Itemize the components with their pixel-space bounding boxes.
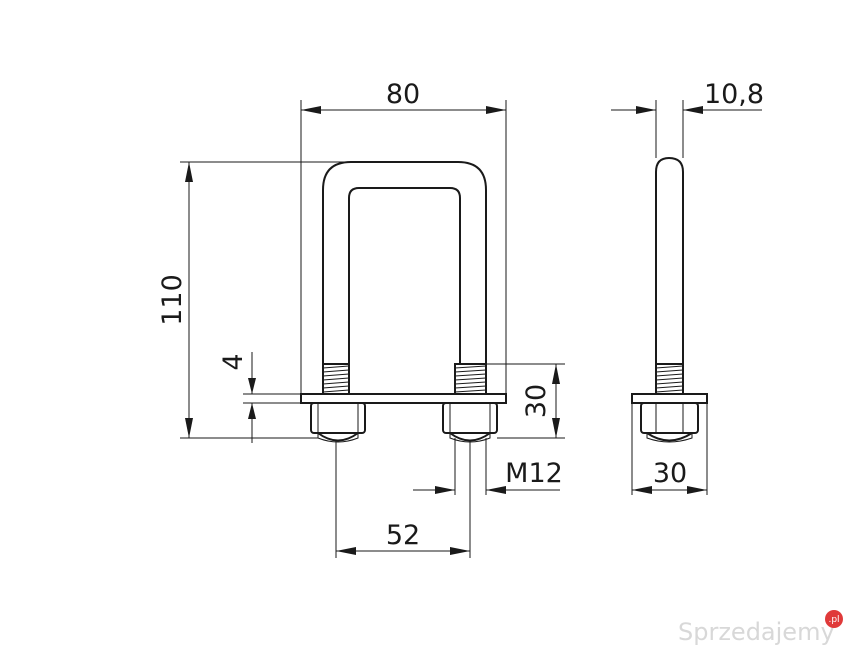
- dimension-30-height-label: 30: [521, 384, 552, 418]
- watermark-logo: Sprzedajemy .pl: [678, 610, 843, 646]
- u-bolt-inner-outline: [348, 187, 461, 365]
- front-view: 80 110 4 30: [157, 79, 565, 558]
- side-rod: [655, 156, 684, 364]
- right-thread: [454, 363, 487, 395]
- dimension-80: 80: [300, 79, 507, 394]
- left-thread: [322, 363, 350, 395]
- dimension-m12-label: M12: [505, 458, 563, 489]
- clamp-plate: [300, 393, 507, 404]
- left-nut: [310, 402, 366, 443]
- watermark-brand: Sprzedajemy: [678, 618, 835, 646]
- side-nut: [640, 402, 699, 443]
- dimension-30-height: 30: [486, 363, 565, 439]
- dimension-30-width: 30: [631, 403, 708, 495]
- dimension-m12: M12: [413, 438, 563, 495]
- dimension-4-label: 4: [218, 353, 249, 370]
- watermark-badge-text: .pl: [828, 615, 839, 625]
- dimension-110: 110: [157, 161, 351, 439]
- dimension-52-label: 52: [386, 520, 420, 551]
- u-bolt-outer-outline: [322, 161, 487, 365]
- side-thread: [655, 363, 684, 395]
- dimension-30-width-label: 30: [653, 458, 687, 489]
- right-nut: [442, 402, 498, 443]
- dimension-80-label: 80: [386, 79, 420, 110]
- dimension-4: 4: [218, 352, 301, 443]
- dimension-10-8-label: 10,8: [704, 79, 764, 110]
- dimension-110-label: 110: [157, 274, 188, 326]
- side-view: 10,8 30: [611, 79, 764, 495]
- side-plate: [631, 393, 708, 404]
- watermark-badge-icon: [825, 610, 843, 628]
- dimension-10-8: 10,8: [611, 79, 764, 158]
- dimension-52: 52: [335, 440, 471, 558]
